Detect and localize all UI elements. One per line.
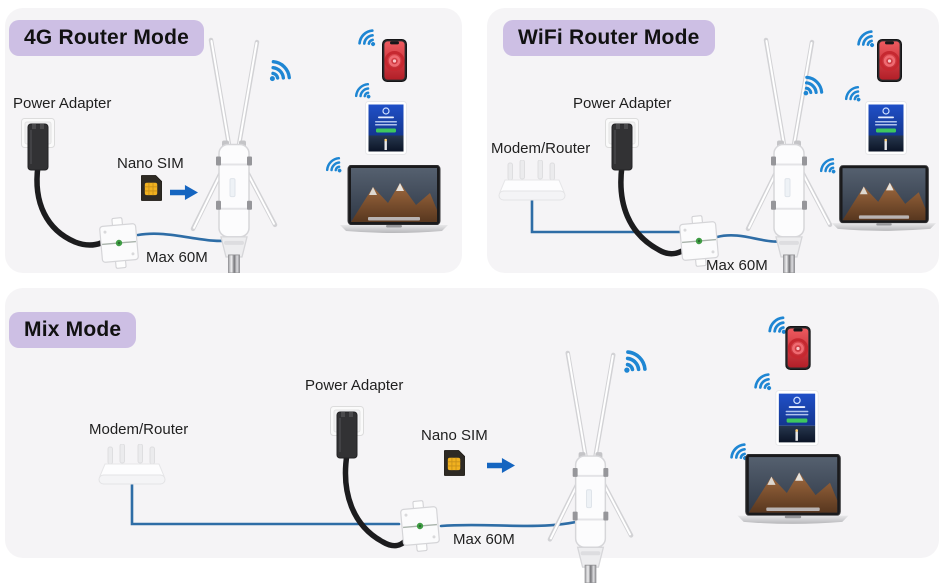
power-adapter-plug: [605, 118, 639, 176]
power-adapter-label: Power Adapter: [305, 377, 404, 394]
tablet-login-screen: [775, 390, 819, 446]
nano-sim-card: [444, 450, 465, 476]
power-adapter-label: Power Adapter: [13, 95, 112, 112]
poe-injector: [397, 498, 443, 553]
nano-sim-label: Nano SIM: [421, 427, 488, 444]
modem-router-label: Modem/Router: [89, 421, 189, 438]
panel-4g-router-mode: 4G Router Mode Power Adapter Nano SIM Ma…: [5, 8, 462, 273]
tablet-login-screen: [865, 101, 907, 155]
max-distance-label: Max 60M: [453, 531, 515, 548]
arrow-right-icon: [487, 458, 515, 473]
outdoor-router: [541, 345, 640, 583]
mode-title-badge: Mix Mode: [9, 312, 137, 348]
power-adapter-label: Power Adapter: [573, 95, 672, 112]
smartphone: [785, 326, 811, 370]
modem-router-label: Modem/Router: [491, 140, 591, 157]
laptop: [830, 165, 938, 235]
tablet-login-screen: [365, 101, 407, 155]
smartphone: [877, 39, 902, 82]
modem-router: [497, 160, 567, 204]
smartphone: [382, 39, 407, 82]
modem-router: [97, 444, 167, 488]
panel-mix-mode: Mix Mode Modem/Router Power Adapter Nano…: [5, 288, 939, 558]
nano-sim-label: Nano SIM: [117, 155, 184, 172]
poe-injector: [96, 215, 142, 270]
nano-sim-card: [141, 175, 162, 201]
max-distance-label: Max 60M: [146, 249, 208, 266]
power-adapter-plug: [21, 118, 55, 176]
max-distance-label: Max 60M: [706, 257, 768, 274]
laptop: [735, 454, 851, 528]
mode-title-badge: 4G Router Mode: [9, 20, 204, 56]
cable-layer: [130, 451, 590, 549]
panel-wifi-router-mode: WiFi Router Mode Power Adapter Modem/Rou…: [487, 8, 939, 273]
mode-title-badge: WiFi Router Mode: [503, 20, 715, 56]
power-adapter-plug: [330, 406, 364, 464]
laptop: [338, 165, 450, 237]
